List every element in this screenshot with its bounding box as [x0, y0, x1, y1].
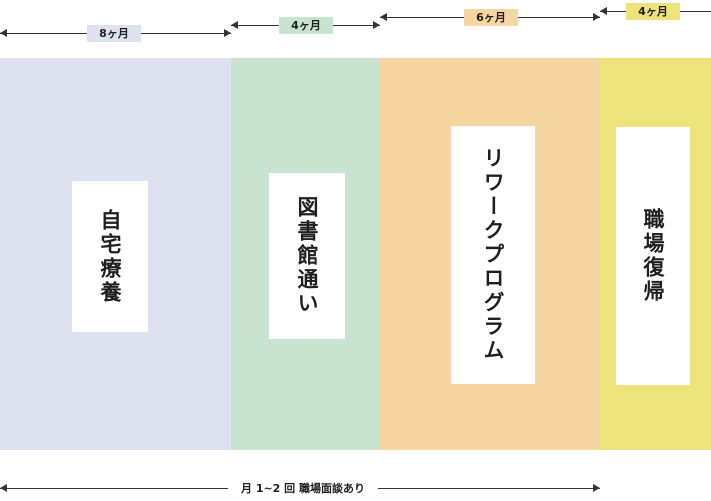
phase-card-return-to-work: 職場復帰: [616, 127, 690, 385]
phase-card-home-recovery: 自宅療養: [72, 181, 148, 332]
phase-name: 自宅療養: [98, 208, 122, 305]
arrow-left-icon: [0, 484, 7, 492]
arrow-right-icon: [593, 484, 600, 492]
phase-card-library-visits: 図書館通い: [269, 173, 345, 339]
phase-name: 職場復帰: [641, 208, 665, 304]
duration-label-library-visits: 4ヶ月: [279, 17, 333, 34]
arrow-right-icon: [593, 13, 600, 21]
meeting-note: 月 1~2 回 職場面談あり: [228, 480, 378, 498]
phase-card-rework-program: リワークプログラム: [451, 126, 535, 384]
arrow-left-icon: [231, 21, 238, 29]
duration-label-return-to-work: 4ヶ月: [626, 3, 680, 20]
arrow-left-icon: [0, 29, 7, 37]
arrow-left-icon: [600, 7, 607, 15]
phase-name: 図書館通い: [295, 196, 319, 316]
arrow-right-icon: [224, 29, 231, 37]
arrow-left-icon: [380, 13, 387, 21]
arrow-right-icon: [373, 21, 380, 29]
duration-label-rework-program: 6ヶ月: [464, 9, 518, 26]
duration-label-home-recovery: 8ヶ月: [87, 25, 141, 42]
phase-name: リワークプログラム: [481, 147, 505, 363]
